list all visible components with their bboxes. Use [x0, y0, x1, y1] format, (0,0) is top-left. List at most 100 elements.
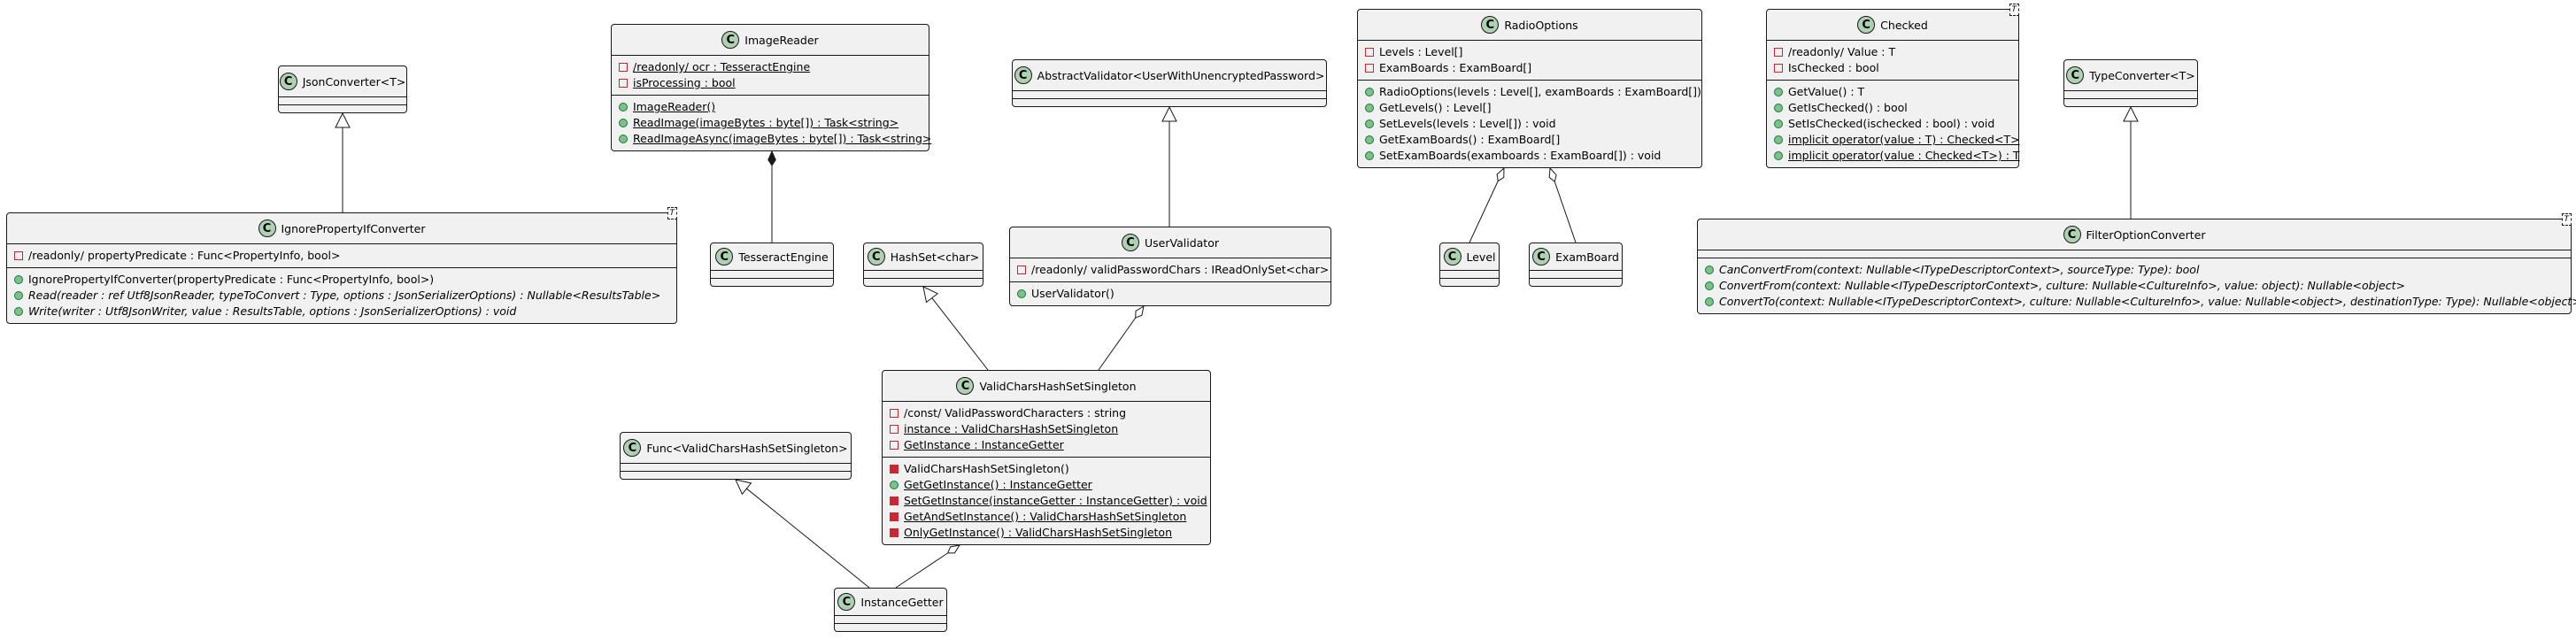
template-parameter: T — [2009, 4, 2019, 16]
class-badge-icon: C — [1122, 234, 1140, 251]
method-row: implicit operator(value : Checked<T>) : … — [1774, 148, 2020, 164]
aggregation-diamond — [1548, 166, 1557, 182]
fields-section — [621, 464, 851, 472]
method-row: GetAndSetInstance() : ValidCharsHashSetS… — [890, 509, 1203, 525]
field-text: instance : ValidCharsHashSetSingleton — [904, 422, 1119, 435]
public-visibility-icon — [1774, 88, 1783, 96]
method-text: SetExamBoards(examboards : ExamBoard[]) … — [1379, 149, 1662, 162]
method-row: Read(reader : ref Utf8JsonReader, typeTo… — [14, 288, 669, 304]
aggregation-edge — [1098, 317, 1137, 371]
public-visibility-icon — [1365, 151, 1374, 160]
method-text: SetGetInstance(instanceGetter : Instance… — [904, 494, 1207, 507]
public-visibility-icon — [890, 481, 899, 489]
class-name: HashSet<char> — [890, 250, 980, 264]
method-row: ConvertTo(context: Nullable<ITypeDescrip… — [1705, 294, 2576, 310]
method-row: ReadImageAsync(imageBytes : byte[]) : Ta… — [619, 131, 931, 147]
method-row: RadioOptions(levels : Level[], examBoard… — [1365, 84, 1701, 100]
class-badge-icon: C — [279, 73, 297, 90]
fields-section — [1440, 271, 1499, 279]
method-text: ConvertTo(context: Nullable<ITypeDescrip… — [1719, 295, 2576, 308]
method-row: implicit operator(value : T) : Checked<T… — [1774, 132, 2020, 148]
fields-section — [2064, 91, 2197, 99]
method-row: CanConvertFrom(context: Nullable<ITypeDe… — [1705, 262, 2564, 278]
fields-section: Levels : Level[]ExamBoards : ExamBoard[] — [1358, 41, 1701, 81]
methods-section — [2064, 99, 2197, 106]
field-text: GetInstance : InstanceGetter — [904, 438, 1064, 451]
extension-edge — [931, 297, 989, 371]
methods-section — [1530, 279, 1622, 286]
method-row: ReadImage(imageBytes : byte[]) : Task<st… — [619, 115, 922, 131]
private-visibility-icon — [1774, 64, 1783, 73]
public-visibility-icon — [1774, 135, 1783, 144]
public-visibility-icon — [1365, 104, 1374, 112]
extension-edge — [746, 488, 870, 589]
extension-arrowhead — [1161, 105, 1177, 122]
class-name: Level — [1466, 250, 1496, 264]
private-visibility-icon — [890, 441, 899, 450]
aggregation-diamond — [946, 544, 961, 554]
public-visibility-icon — [14, 291, 23, 300]
method-text: RadioOptions(levels : Level[], examBoard… — [1379, 85, 1701, 98]
private-visibility-icon — [1365, 48, 1374, 57]
methods-section: ImageReader()ReadImage(imageBytes : byte… — [612, 96, 931, 150]
class-badge-icon: C — [721, 31, 740, 49]
field-row: /readonly/ propertyPredicate : Func<Prop… — [14, 248, 669, 264]
extension-arrowhead — [922, 286, 939, 304]
private-visibility-icon — [619, 79, 628, 88]
class-name: TesseractEngine — [738, 250, 829, 264]
public-visibility-icon — [1365, 135, 1374, 144]
class-name: RadioOptions — [1504, 18, 1578, 32]
public-visibility-icon — [1705, 297, 1714, 306]
method-text: OnlyGetInstance() : ValidCharsHashSetSin… — [904, 526, 1172, 539]
methods-section — [711, 279, 833, 286]
method-text: CanConvertFrom(context: Nullable<ITypeDe… — [1719, 263, 2200, 276]
field-row: instance : ValidCharsHashSetSingleton — [890, 421, 1203, 437]
aggregation-diamond — [1135, 304, 1145, 319]
public-visibility-icon — [14, 275, 23, 284]
field-row: /const/ ValidPasswordCharacters : string — [890, 405, 1203, 421]
methods-section — [835, 624, 946, 631]
aggregation-edge — [1469, 181, 1499, 243]
public-visibility-icon — [1365, 88, 1374, 96]
class-name: IgnorePropertyIfConverter — [281, 221, 426, 235]
public-visibility-icon — [14, 307, 23, 316]
method-row: UserValidator() — [1017, 286, 1323, 302]
public-visibility-icon — [1017, 289, 1026, 298]
private-visibility-icon — [890, 409, 899, 418]
field-text: Levels : Level[] — [1379, 45, 1463, 58]
class-name: ExamBoard — [1555, 250, 1619, 264]
fields-section: /readonly/ propertyPredicate : Func<Prop… — [7, 244, 676, 268]
method-text: SetIsChecked(ischecked : bool) : void — [1788, 117, 1995, 130]
field-text: isProcessing : bool — [633, 76, 736, 89]
class-badge-icon: C — [2066, 66, 2085, 84]
fields-section — [279, 97, 406, 105]
template-parameter: T — [667, 207, 677, 219]
private-visibility-icon — [890, 512, 899, 521]
fields-section — [1013, 91, 1326, 99]
method-row: Write(writer : Utf8JsonWriter, value : R… — [14, 304, 669, 320]
